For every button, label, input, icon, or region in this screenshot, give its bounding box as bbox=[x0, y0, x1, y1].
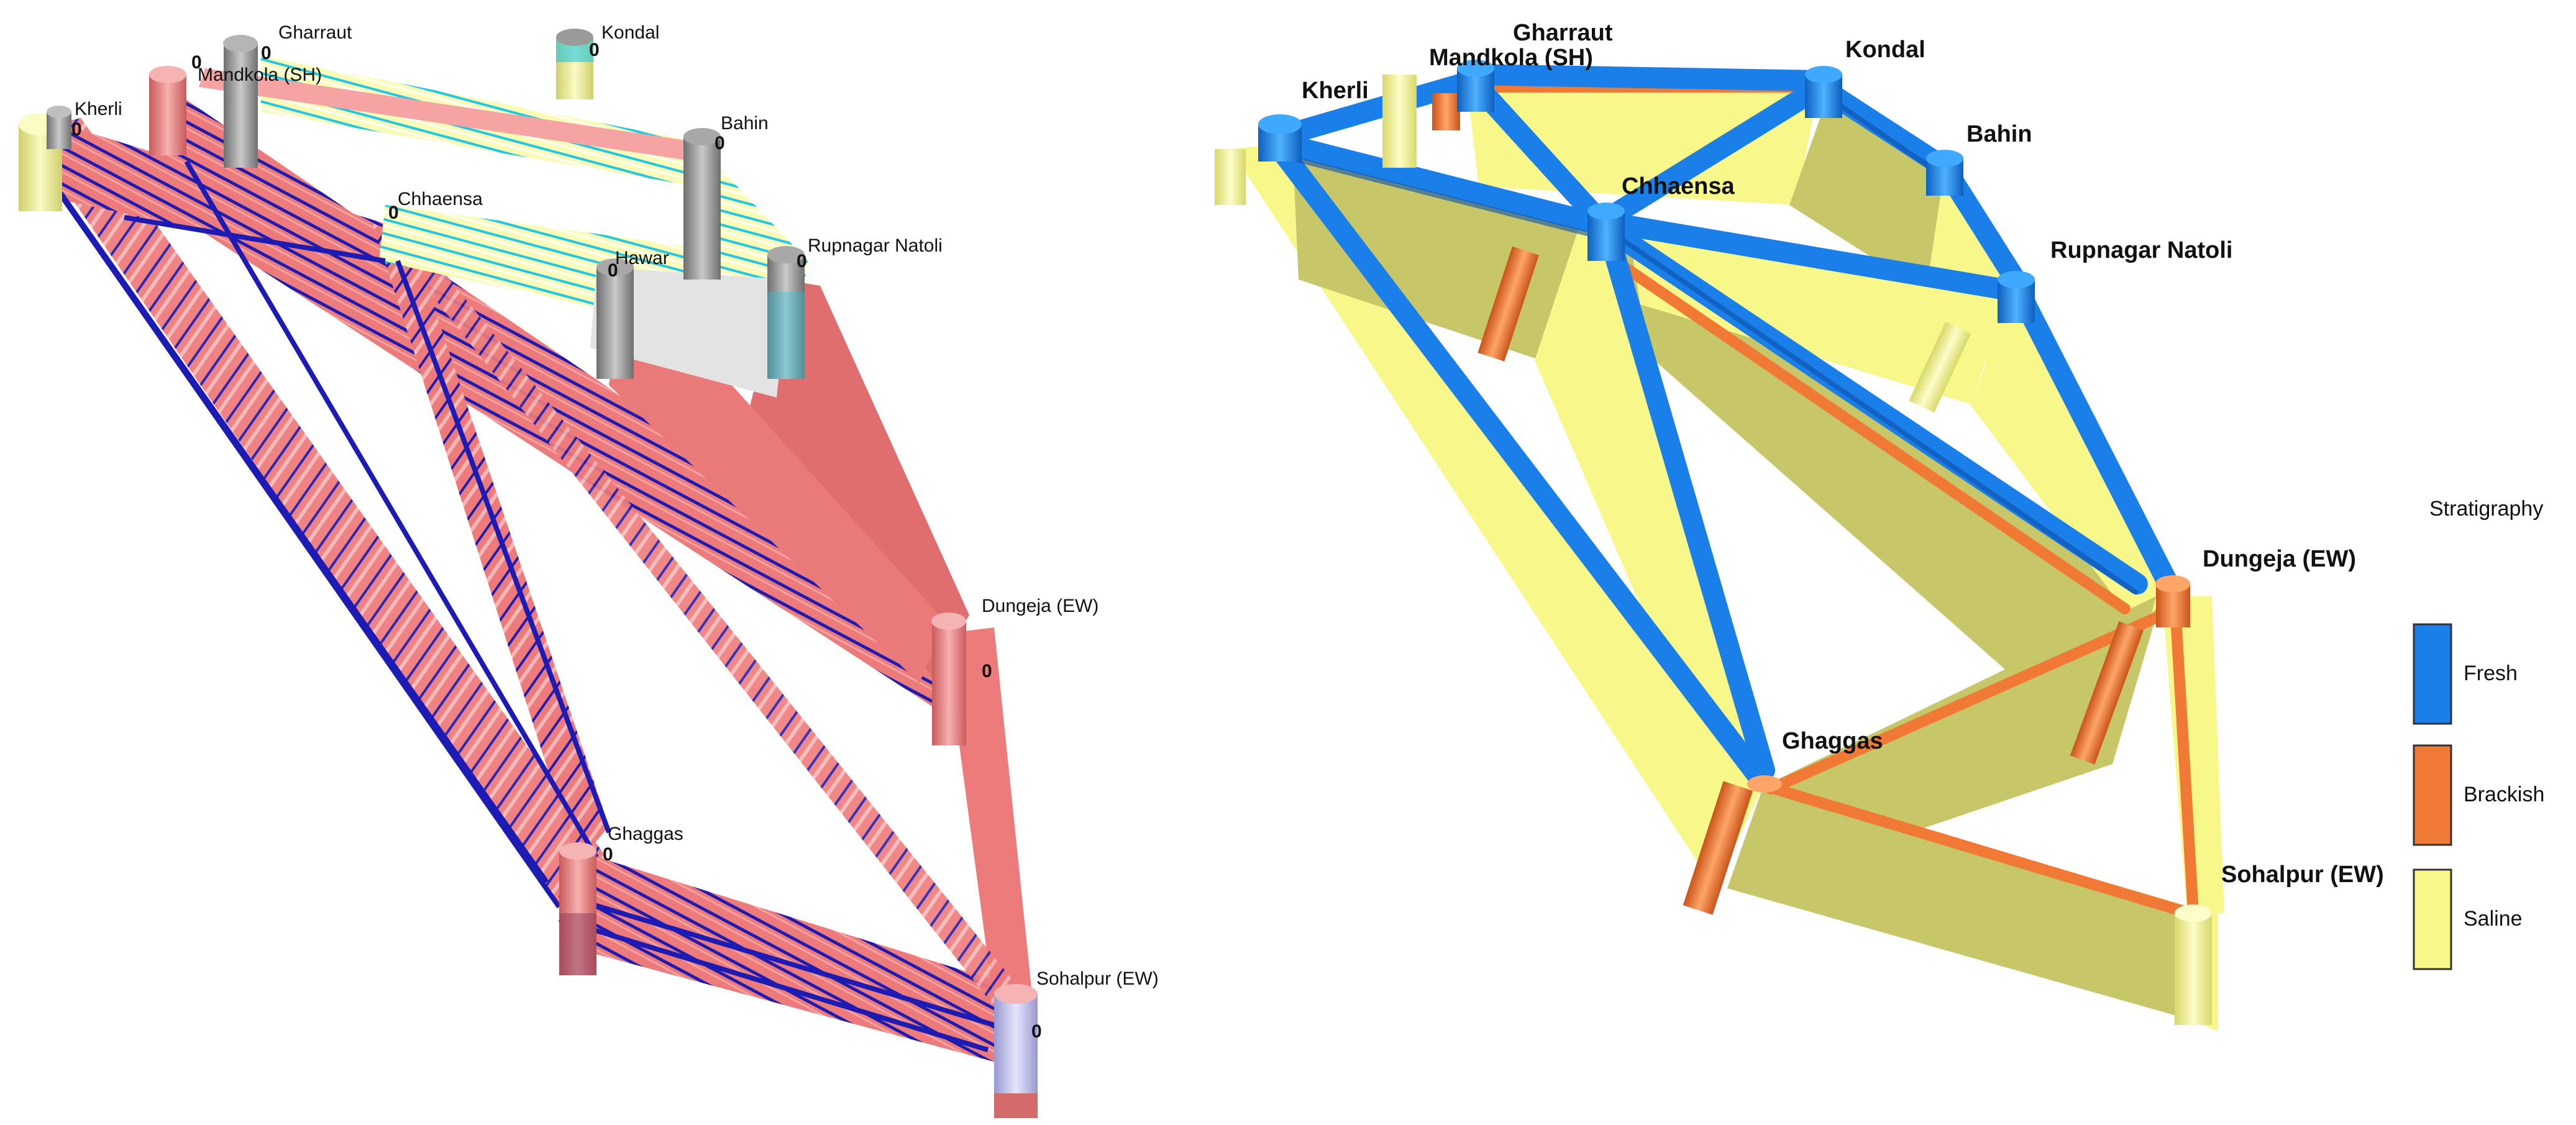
legend-swatch-fresh bbox=[2413, 623, 2452, 725]
label-hawar-left: Hawar bbox=[615, 248, 669, 268]
fence-ghaggas-sohalpur bbox=[559, 851, 1019, 1068]
fence-rupnagar-dungeja-right bbox=[1970, 298, 2175, 627]
well-mandkola-left bbox=[149, 66, 186, 155]
well-kherli-left bbox=[19, 106, 71, 211]
legend-swatch-brackish bbox=[2413, 744, 2452, 846]
label-kondal-right: Kondal bbox=[1845, 37, 1925, 63]
fence-hawar-panel bbox=[590, 267, 789, 398]
legend-label-fresh: Fresh bbox=[2464, 662, 2518, 685]
fence-kherli-chhaensa-right bbox=[1292, 143, 1597, 373]
left-wells bbox=[19, 29, 1038, 1118]
legend-title: Stratigraphy bbox=[2429, 497, 2543, 521]
label-bahin-left: Bahin bbox=[721, 113, 769, 134]
right-fresh-edges-shadow bbox=[1279, 94, 2139, 596]
fence-mandkola-dungeja bbox=[162, 87, 951, 714]
fence-kherli-ghaggas bbox=[25, 118, 615, 932]
zero-hawar-left: 0 bbox=[608, 260, 618, 281]
label-dungeja-left: Dungeja (EW) bbox=[982, 596, 1098, 616]
right-fresh-edges bbox=[1269, 64, 2179, 787]
zero-sohalpur-left: 0 bbox=[1031, 1021, 1042, 1042]
fence-kherli-ghaggas-right bbox=[1230, 143, 1765, 888]
label-sohalpur-right: Sohalpur (EW) bbox=[2221, 862, 2384, 888]
zero-dungeja-left: 0 bbox=[982, 661, 992, 681]
zero-mandkola-left: 0 bbox=[191, 52, 202, 73]
label-chhaensa-right: Chhaensa bbox=[1622, 173, 1735, 199]
label-rupnagar-right: Rupnagar Natoli bbox=[2050, 237, 2232, 263]
zero-kherli-left: 0 bbox=[71, 119, 82, 140]
right-saline-fences bbox=[1230, 81, 2224, 1031]
zero-kondal-left: 0 bbox=[589, 40, 600, 60]
well-chhaensa-right bbox=[1478, 203, 1625, 362]
label-ghaggas-right: Ghaggas bbox=[1782, 728, 1883, 754]
fence-chhaensa-ghaggas bbox=[373, 224, 609, 863]
fence-ghaggas-sohalpur-right bbox=[1727, 783, 2212, 1019]
legend-label-saline: Saline bbox=[2464, 907, 2523, 931]
right-wells bbox=[1215, 60, 2212, 1025]
fence-chhaensa-rupnagar-right bbox=[1628, 224, 2013, 404]
left-blue-streaks bbox=[35, 160, 995, 1052]
zero-gharraut-left: 0 bbox=[261, 43, 272, 63]
well-kondal-left bbox=[556, 29, 593, 99]
well-rupnagar-left bbox=[767, 246, 805, 379]
well-sohalpur-right bbox=[2175, 904, 2212, 1025]
fence-bahin-rupnagar-right bbox=[1926, 168, 2026, 385]
well-ghaggas-left bbox=[559, 842, 596, 975]
well-kondal-right bbox=[1805, 66, 1842, 118]
well-dungeja-left bbox=[931, 613, 966, 745]
label-ghaggas-left: Ghaggas bbox=[608, 824, 683, 844]
stratigraphy-legend: Stratigraphy Fresh Brackish Saline bbox=[2413, 497, 2544, 970]
label-kherli-left: Kherli bbox=[75, 99, 122, 119]
zero-ghaggas-left: 0 bbox=[603, 844, 613, 865]
right-brackish-edges bbox=[1467, 81, 2205, 922]
fence-chhaensa-sohalpur bbox=[385, 236, 1019, 1006]
fence-chhaensa-dungeja-right bbox=[1615, 236, 2162, 764]
fence-chhaensa-ghaggas-right bbox=[1535, 230, 1771, 808]
label-dungeja-right: Dungeja (EW) bbox=[2203, 546, 2356, 572]
fence-ghaggas-dungeja-right bbox=[1765, 596, 2156, 882]
fence-dungeja-sohalpur-right bbox=[2162, 596, 2224, 913]
label-mandkola-right: Mandkola (SH) bbox=[1429, 45, 1593, 71]
well-ghaggas-right bbox=[1683, 775, 1782, 915]
left-fence-panels bbox=[25, 56, 1031, 1068]
zero-bahin-left: 0 bbox=[715, 133, 725, 153]
right-labels: Gharraut Mandkola (SH) Kherli Kondal Bah… bbox=[1302, 20, 2384, 888]
label-gharraut-right: Gharraut bbox=[1513, 20, 1613, 46]
well-bahin-left bbox=[683, 128, 721, 280]
well-dungeja-right bbox=[2070, 575, 2190, 765]
label-kherli-right: Kherli bbox=[1302, 78, 1369, 104]
well-sohalpur-left bbox=[994, 984, 1038, 1118]
label-bahin-right: Bahin bbox=[1966, 121, 2032, 147]
well-hawar-left bbox=[596, 258, 634, 379]
fence-gharraut-kondal-right bbox=[1466, 81, 1820, 205]
label-gharraut-left: Gharraut bbox=[278, 22, 352, 43]
fence-sohalpur-front-right bbox=[2187, 913, 2218, 1031]
well-gharraut-left bbox=[223, 35, 258, 168]
fence-hawar-dungeja bbox=[609, 298, 944, 683]
well-rupnagar-right bbox=[1909, 271, 2035, 413]
zero-rupnagar-left: 0 bbox=[797, 251, 807, 271]
legend-label-brackish: Brackish bbox=[2464, 783, 2544, 806]
label-mandkola-left: Mandkola (SH) bbox=[198, 65, 322, 85]
fence-kondal-bahin-right bbox=[1789, 99, 1945, 292]
label-rupnagar-left: Rupnagar Natoli bbox=[808, 235, 943, 256]
well-gharraut-right bbox=[1457, 60, 1494, 112]
label-sohalpur-left: Sohalpur (EW) bbox=[1036, 968, 1159, 989]
zero-chhaensa-left: 0 bbox=[388, 203, 399, 223]
well-mandkola-right bbox=[1382, 75, 1460, 168]
left-fence-diagram: Gharraut 0 Mandkola (SH) 0 Kherli 0 Kond… bbox=[19, 22, 1159, 1118]
label-chhaensa-left: Chhaensa bbox=[398, 189, 483, 209]
legend-swatch-saline bbox=[2413, 868, 2452, 970]
left-labels: Gharraut 0 Mandkola (SH) 0 Kherli 0 Kond… bbox=[71, 22, 1159, 1042]
label-kondal-left: Kondal bbox=[601, 22, 659, 43]
fence-mandkola-bahin bbox=[199, 68, 702, 162]
well-bahin-right bbox=[1926, 150, 1963, 196]
